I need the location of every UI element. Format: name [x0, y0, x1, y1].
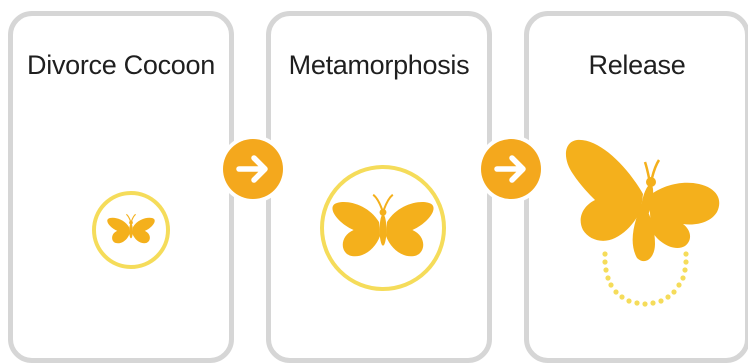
flying-butterfly-icon: [565, 139, 720, 307]
stage-title: Metamorphosis: [288, 50, 470, 80]
butterfly-in-ring-icon: [320, 165, 446, 291]
stage-title: Divorce Cocoon: [27, 50, 215, 80]
arrow-right-icon: [481, 139, 541, 199]
stage-card-metamorphosis: Metamorphosis: [266, 11, 492, 363]
stage-card-cocoon: Divorce Cocoon: [8, 11, 234, 363]
stage-card-release: Release: [524, 11, 748, 363]
small-butterfly-in-ring-icon: [92, 191, 170, 269]
arrow-right-icon: [223, 139, 283, 199]
stage-title: Release: [588, 50, 686, 80]
